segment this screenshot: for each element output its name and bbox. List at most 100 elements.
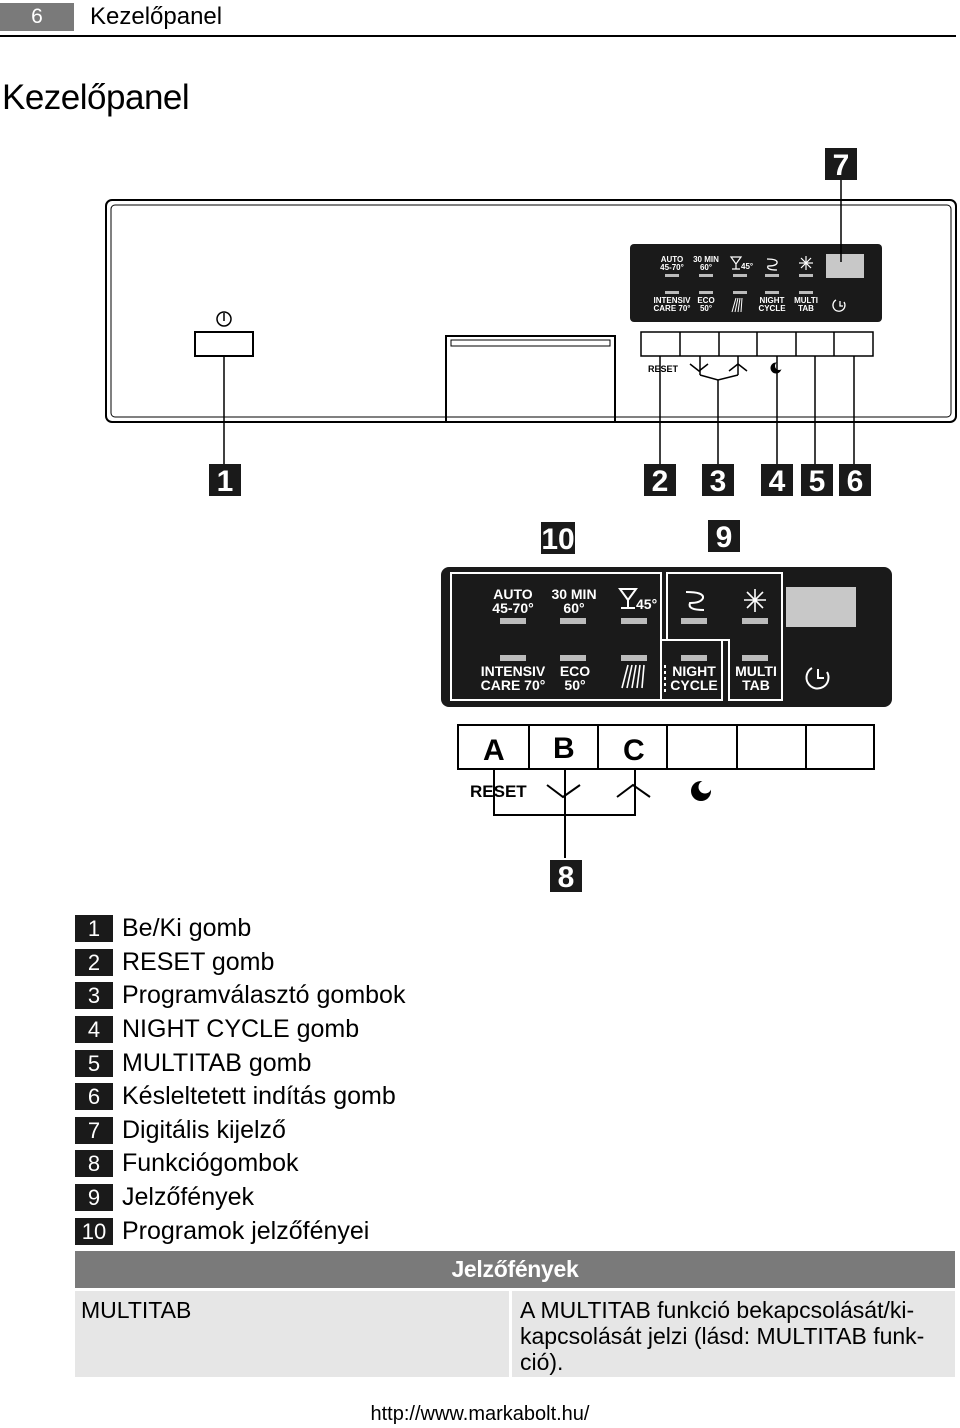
legend-number: 3 <box>75 982 113 1010</box>
indicator-light <box>799 291 813 294</box>
legend-label: Programválasztó gombok <box>122 981 406 1010</box>
svg-text:7: 7 <box>833 149 850 182</box>
svg-text:CARE 70°: CARE 70° <box>481 677 546 693</box>
svg-text:10: 10 <box>541 523 574 556</box>
svg-text:INTENSIV: INTENSIV <box>654 296 692 305</box>
svg-text:ECO: ECO <box>560 663 590 679</box>
callout-2: 2 <box>644 464 676 498</box>
header-rule <box>0 35 956 37</box>
chevron-down-icon <box>546 784 581 799</box>
spray-icon <box>731 297 743 313</box>
button-c-label: C <box>623 734 645 767</box>
glass-icon <box>729 256 743 270</box>
svg-text:45-70°: 45-70° <box>660 263 684 272</box>
indicator-light <box>681 618 707 624</box>
big-bottom-r-label-1: MULTITAB <box>735 663 777 693</box>
small-buttons-row[interactable] <box>640 331 874 357</box>
indicator-light <box>665 274 679 277</box>
delay-timer-icon <box>805 667 830 690</box>
indicator-light <box>765 274 779 277</box>
indicator-light <box>699 274 713 277</box>
reset-label: RESET <box>470 782 527 801</box>
legend-label: Be/Ki gomb <box>122 914 252 943</box>
big-digital-display <box>786 587 856 627</box>
svg-text:5: 5 <box>809 465 826 498</box>
small-digital-display <box>826 254 864 278</box>
legend-item: 7 Digitális kijelző <box>75 1114 405 1148</box>
svg-text:8: 8 <box>558 861 575 894</box>
glass-icon <box>618 588 638 609</box>
indicator-light <box>621 618 647 624</box>
svg-text:ECO: ECO <box>697 296 714 305</box>
button-a-label: A <box>483 734 505 767</box>
indicator-table: Jelzőfények MULTITAB A MULTITAB funkció … <box>75 1251 955 1377</box>
indicator-light <box>733 274 747 277</box>
indicator-light <box>500 655 526 661</box>
function-buttons-row[interactable] <box>457 724 875 770</box>
indicator-light <box>665 291 679 294</box>
power-button-small[interactable] <box>194 331 254 357</box>
appliance-panel-outline <box>105 199 957 423</box>
callout-6: 6 <box>839 464 871 498</box>
indicator-light <box>500 618 526 624</box>
power-icon <box>216 311 232 327</box>
svg-text:NIGHT: NIGHT <box>672 663 716 679</box>
legend-number: 8 <box>75 1150 113 1178</box>
svg-text:INTENSIV: INTENSIV <box>481 663 546 679</box>
legend-label: MULTITAB gomb <box>122 1048 312 1077</box>
svg-text:CARE 70°: CARE 70° <box>654 304 691 313</box>
legend-label: Digitális kijelző <box>122 1115 286 1144</box>
indicator-light <box>560 618 586 624</box>
legend-item: 4 NIGHT CYCLE gomb <box>75 1013 405 1047</box>
small-bottom-r-label-1: MULTITAB <box>794 296 818 313</box>
callout-1: 1 <box>209 464 241 498</box>
multitab-cycle-icon <box>766 258 778 271</box>
callout-9: 9 <box>708 520 740 554</box>
footer-url[interactable]: http://www.markabolt.hu/ <box>370 1403 590 1425</box>
legend-number: 6 <box>75 1083 113 1111</box>
description-line: A MULTITAB funkció bekapcsolását/ki- <box>520 1297 915 1323</box>
svg-text:AUTO: AUTO <box>661 255 684 264</box>
legend-number: 4 <box>75 1016 113 1044</box>
legend-item: 5 MULTITAB gomb <box>75 1046 405 1080</box>
svg-text:4: 4 <box>769 465 786 498</box>
legend-label: NIGHT CYCLE gomb <box>122 1015 360 1044</box>
svg-text:2: 2 <box>652 465 669 498</box>
svg-text:9: 9 <box>716 521 733 554</box>
svg-text:TAB: TAB <box>798 304 814 313</box>
svg-text:AUTO: AUTO <box>493 586 533 602</box>
indicator-light <box>621 655 647 661</box>
handle-recess <box>445 335 616 422</box>
legend-number: 7 <box>75 1116 113 1144</box>
svg-text:50°: 50° <box>700 304 712 313</box>
legend-number: 1 <box>75 915 113 943</box>
callout-4: 4 <box>761 464 793 498</box>
indicator-light <box>799 274 813 277</box>
callout-3: 3 <box>702 464 734 498</box>
legend-label: Programok jelzőfényei <box>122 1216 370 1245</box>
table-cell-description: A MULTITAB funkció bekapcsolását/ki- kap… <box>512 1291 955 1377</box>
indicator-light <box>560 655 586 661</box>
svg-text:MULTI: MULTI <box>735 663 777 679</box>
legend-number: 5 <box>75 1049 113 1077</box>
indicator-light <box>765 291 779 294</box>
svg-text:30 MIN: 30 MIN <box>693 255 719 264</box>
indicator-light <box>733 291 747 294</box>
legend-label: RESET gomb <box>122 947 275 976</box>
